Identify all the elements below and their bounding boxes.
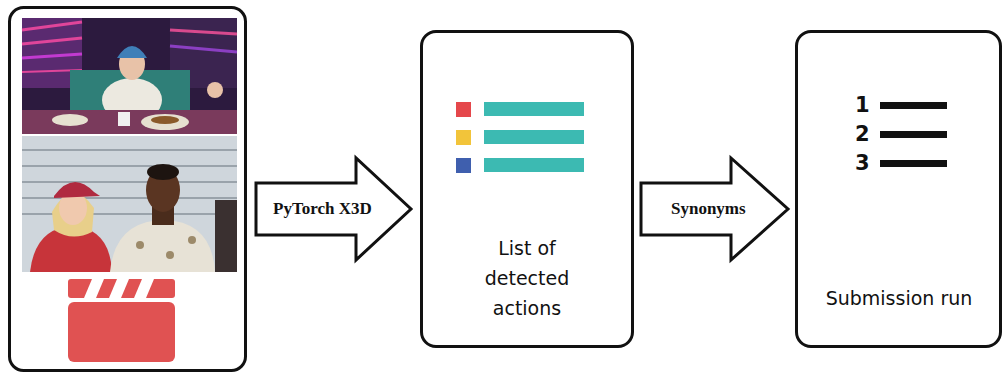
arrow-label: PyTorch X3D (273, 199, 372, 219)
rank-number: 2 (855, 122, 870, 146)
list-icon (456, 102, 584, 173)
process-box: List of detected actions (420, 30, 634, 348)
block-arrow (256, 158, 411, 260)
box-text: List of detected actions (462, 233, 592, 323)
bleachers-photo (22, 136, 237, 272)
clapperboard-icon (68, 279, 175, 362)
media-box (10, 8, 246, 371)
rank-number: 3 (855, 151, 870, 175)
arrow-label: Synonyms (671, 199, 746, 219)
diner-photo (22, 18, 237, 134)
block-arrow (641, 158, 788, 260)
ranking-icon (880, 102, 947, 167)
rank-number: 1 (855, 93, 870, 117)
box-text: Submission run (804, 283, 994, 313)
process-box: Submission run (795, 30, 1002, 348)
